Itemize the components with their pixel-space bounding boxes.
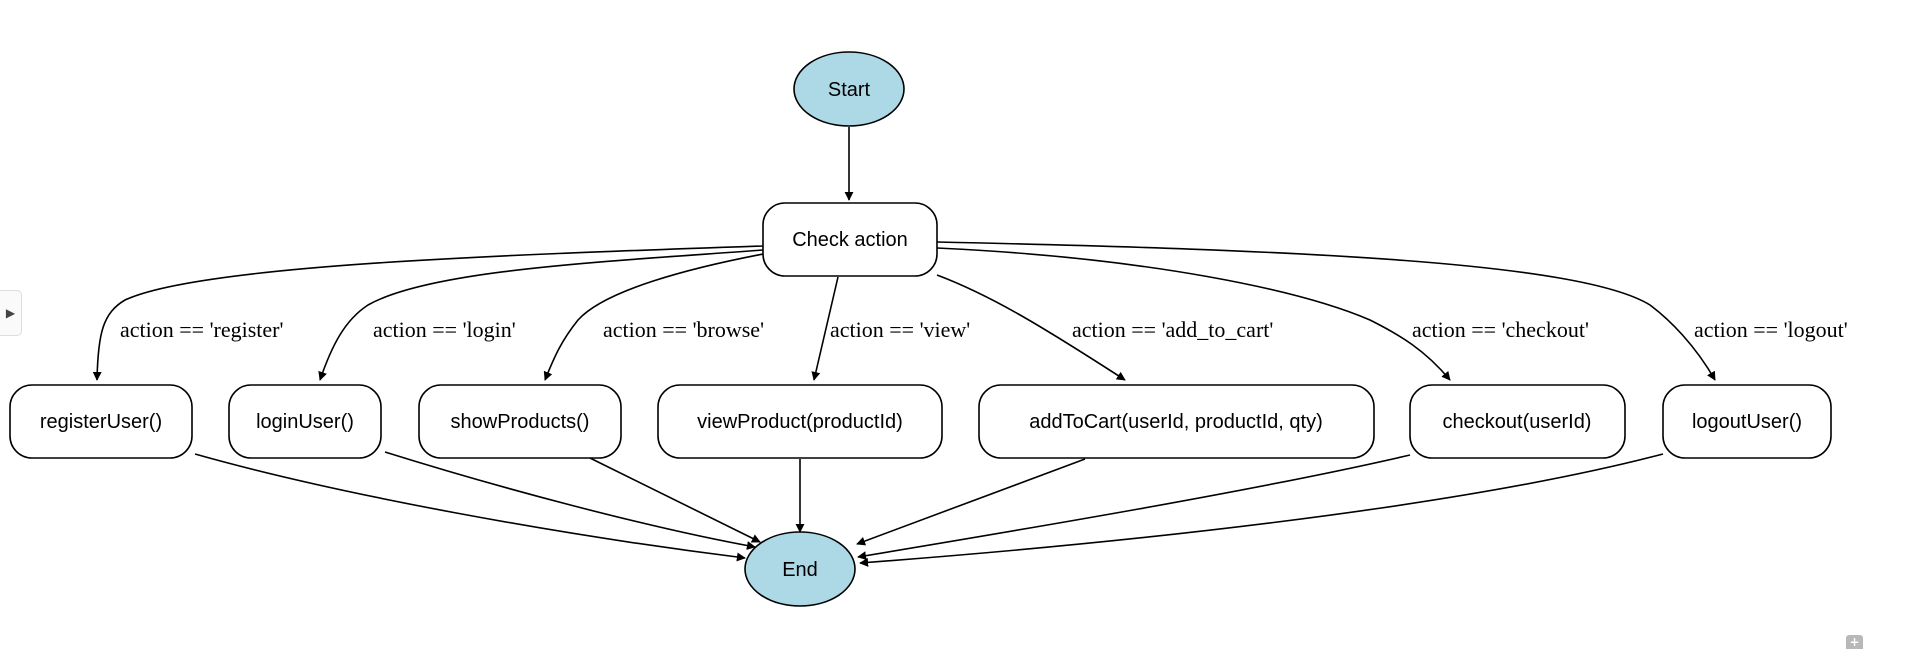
play-icon: ▶ xyxy=(5,306,16,320)
sidebar-toggle-button[interactable]: ▶ xyxy=(0,290,22,336)
edge-logout-end xyxy=(859,453,1664,567)
edge-check-cart xyxy=(936,274,1126,381)
edge-check-show xyxy=(543,253,764,381)
node-start-label: Start xyxy=(828,79,871,101)
node-login-user-label: loginUser() xyxy=(256,411,354,433)
edge-check-checkout xyxy=(936,247,1451,381)
node-end[interactable]: End xyxy=(744,531,856,607)
edge-cart-end xyxy=(856,458,1086,546)
node-view-product[interactable]: viewProduct(productId) xyxy=(657,384,943,459)
node-show-products[interactable]: showProducts() xyxy=(418,384,622,459)
node-view-product-label: viewProduct(productId) xyxy=(697,411,903,433)
node-logout-user-label: logoutUser() xyxy=(1692,411,1802,433)
edge-label-checkout: action == 'checkout' xyxy=(1412,317,1589,342)
node-start[interactable]: Start xyxy=(793,51,905,127)
edge-check-register xyxy=(92,245,764,381)
edge-label-cart: action == 'add_to_cart' xyxy=(1072,317,1273,342)
node-add-to-cart-label: addToCart(userId, productId, qty) xyxy=(1029,411,1322,433)
plus-icon: + xyxy=(1849,635,1860,649)
node-checkout[interactable]: checkout(userId) xyxy=(1409,384,1626,459)
edge-label-register: action == 'register' xyxy=(120,317,284,342)
edge-check-logout xyxy=(936,241,1716,381)
node-register-user[interactable]: registerUser() xyxy=(9,384,193,459)
edge-login-end xyxy=(384,451,756,550)
node-checkout-label: checkout(userId) xyxy=(1443,411,1592,433)
node-check-action[interactable]: Check action xyxy=(762,202,938,277)
edge-check-login xyxy=(318,249,764,381)
node-register-user-label: registerUser() xyxy=(40,411,162,433)
edge-check-view xyxy=(811,276,839,381)
edge-label-logout: action == 'logout' xyxy=(1694,317,1848,342)
edge-label-view: action == 'view' xyxy=(830,317,970,342)
edge-label-login: action == 'login' xyxy=(373,317,516,342)
edge-register-end xyxy=(194,453,746,562)
edge-show-end xyxy=(589,457,761,543)
node-logout-user[interactable]: logoutUser() xyxy=(1662,384,1832,459)
node-login-user[interactable]: loginUser() xyxy=(228,384,382,459)
edge-label-browse: action == 'browse' xyxy=(603,317,764,342)
node-end-label: End xyxy=(782,559,818,581)
edges xyxy=(92,127,1716,567)
zoom-button[interactable]: + xyxy=(1846,635,1863,649)
edge-checkout-end xyxy=(857,454,1411,561)
edge-labels: action == 'register' action == 'login' a… xyxy=(120,317,1848,342)
node-add-to-cart[interactable]: addToCart(userId, productId, qty) xyxy=(978,384,1375,459)
node-check-action-label: Check action xyxy=(792,229,908,251)
node-show-products-label: showProducts() xyxy=(451,411,590,433)
